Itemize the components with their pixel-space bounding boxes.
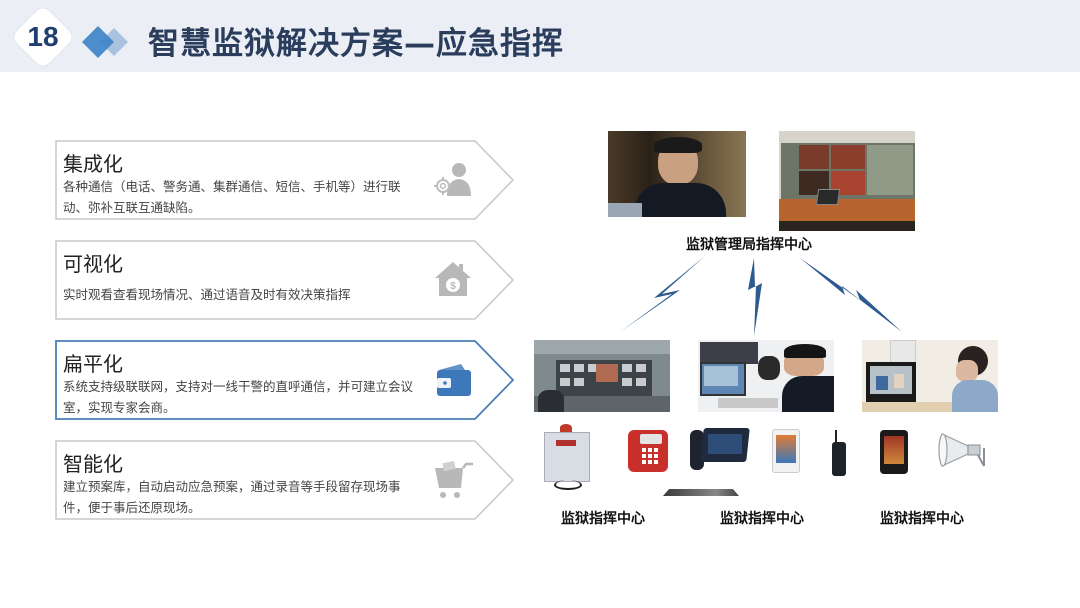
walkie-talkie-device [832, 430, 846, 476]
page-title: 智慧监狱解决方案—应急指挥 [148, 26, 564, 62]
wallet-icon [437, 364, 471, 396]
feature-title: 可视化 [63, 252, 123, 276]
feature-description: 系统支持级联联网，支持对一线干警的直呼通信，并可建立会议室，实现专家会商。 [63, 379, 414, 415]
prison-command-center-caption: 监狱指挥中心 [880, 511, 964, 527]
feature-card-intelligent: 智能化 建立预案库，自动启动应急预案，通过录音等手段留存现场事件，便于事后还原现… [55, 440, 515, 520]
feature-title: 扁平化 [63, 352, 123, 376]
prison-command-center-caption: 监狱指挥中心 [561, 511, 645, 527]
loudspeaker-horn-device [938, 428, 990, 472]
feature-description: 各种通信（电话、警务通、集群通信、短信、手机等）进行联动、弥补互联互通缺陷。 [63, 179, 401, 215]
tablet-device [772, 429, 800, 473]
operator-workstation-photo [698, 340, 834, 412]
feature-description: 建立预案库，自动启动应急预案，通过录音等手段留存现场事件，便于事后还原现场。 [63, 479, 401, 515]
arrow-frame [55, 140, 515, 220]
prison-command-center-caption: 监狱指挥中心 [720, 511, 804, 527]
lightning-bolt-icon [748, 258, 762, 336]
alarm-box-device [542, 424, 590, 490]
feature-card-integration: 集成化 各种通信（电话、警务通、集群通信、短信、手机等）进行联动、弥补互联互通缺… [55, 140, 515, 220]
video-call-officer-photo [862, 340, 998, 412]
page-number: 18 [27, 21, 59, 52]
arrow-frame [55, 440, 515, 520]
cart-icon [435, 460, 473, 498]
monitoring-room-photo [534, 340, 670, 412]
bureau-command-center-caption: 监狱管理局指挥中心 [686, 237, 812, 253]
svg-text:$: $ [450, 281, 456, 292]
feature-card-visualization: 可视化 实时观看查看现场情况、通过语音及时有效决策指挥 $ [55, 240, 515, 320]
rugged-phone-device [880, 430, 908, 474]
lightning-bolt-icon [800, 258, 902, 332]
page-number-badge: 18 [12, 6, 74, 68]
video-wall-conference-photo [779, 131, 915, 231]
arrow-frame [55, 240, 515, 320]
diamond-decoration-icon [82, 26, 128, 58]
megaphone-icon [938, 433, 985, 467]
officer-speaking-photo [608, 131, 746, 217]
red-telephone-device [628, 430, 668, 472]
feature-title: 集成化 [63, 152, 123, 176]
user-target-icon [434, 163, 471, 196]
feature-title: 智能化 [63, 452, 123, 476]
gateway-device [663, 489, 739, 496]
feature-card-flat: 扁平化 系统支持级联联网，支持对一线干警的直呼通信，并可建立会议室，实现专家会商… [55, 340, 515, 420]
header-bar: 18 智慧监狱解决方案—应急指挥 [0, 0, 1080, 72]
badge-diamond-shape [13, 7, 73, 67]
lightning-bolt-icon [620, 256, 705, 332]
feature-description: 实时观看查看现场情况、通过语音及时有效决策指挥 [63, 287, 351, 302]
house-coin-icon: $ [435, 262, 471, 296]
arrow-frame-highlighted [55, 340, 515, 420]
ip-video-phone-device [690, 428, 750, 472]
